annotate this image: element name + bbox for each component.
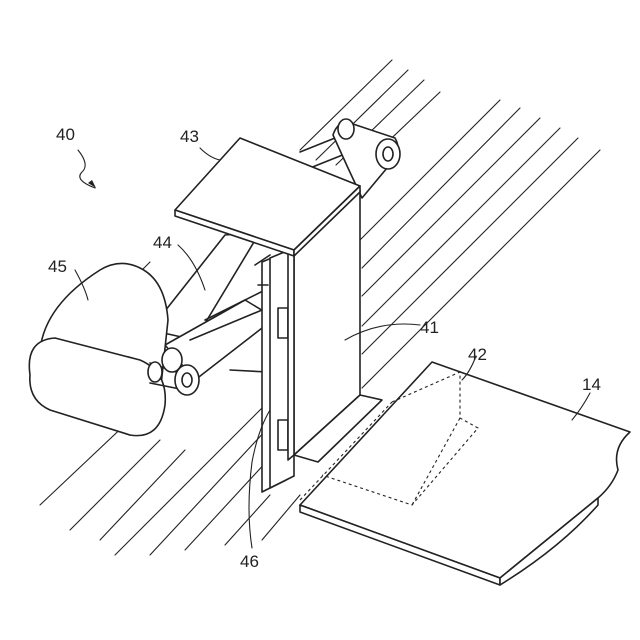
label-44: 44 bbox=[153, 233, 172, 252]
label-40-arrow bbox=[78, 150, 96, 188]
label-46: 46 bbox=[240, 552, 259, 571]
label-41: 41 bbox=[420, 318, 439, 337]
label-40: 40 bbox=[56, 125, 75, 144]
label-43: 43 bbox=[180, 127, 199, 146]
motor-45 bbox=[29, 263, 185, 435]
label-14: 14 bbox=[582, 375, 601, 394]
label-45: 45 bbox=[48, 257, 67, 276]
label-42: 42 bbox=[468, 345, 487, 364]
